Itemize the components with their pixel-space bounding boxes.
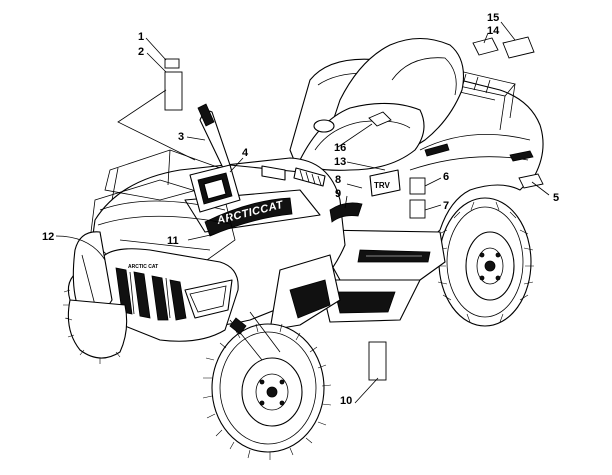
decal-14 bbox=[472, 37, 499, 56]
decal-5 bbox=[518, 173, 544, 189]
leader-lines bbox=[55, 21, 550, 404]
side-badge: TRV bbox=[369, 169, 401, 197]
decal-15 bbox=[502, 36, 535, 59]
callout-15: 15 bbox=[487, 12, 499, 24]
front-suspension bbox=[229, 311, 281, 361]
side-stripe-decal bbox=[329, 202, 363, 223]
callout-5: 5 bbox=[553, 192, 559, 204]
callout-labels: 1 2 3 4 5 6 7 8 9 10 11 12 13 14 15 16 bbox=[42, 12, 559, 407]
decal-16 bbox=[368, 111, 392, 127]
callout-6: 6 bbox=[443, 171, 449, 183]
callout-8: 8 bbox=[335, 174, 341, 186]
rear-right-wheel bbox=[437, 197, 534, 327]
front-grille: ARCTIC CAT bbox=[97, 248, 239, 342]
callout-14: 14 bbox=[487, 25, 500, 37]
front-right-wheel bbox=[202, 323, 332, 460]
callout-2: 2 bbox=[138, 46, 144, 58]
callout-4: 4 bbox=[242, 147, 249, 159]
decal-7 bbox=[409, 199, 426, 219]
instrument-pod bbox=[189, 164, 241, 213]
decal-6 bbox=[409, 177, 426, 195]
decal-1 bbox=[164, 58, 180, 69]
callout-3: 3 bbox=[178, 131, 184, 143]
side-badge-text: TRV bbox=[374, 181, 391, 190]
callout-11: 11 bbox=[167, 235, 179, 247]
gas-cap bbox=[313, 119, 335, 133]
callout-10: 10 bbox=[340, 395, 352, 407]
handlebars bbox=[197, 103, 326, 187]
grille-text: ARCTIC CAT bbox=[128, 264, 158, 270]
front-left-wheel bbox=[65, 299, 128, 364]
decal-10 bbox=[368, 341, 387, 381]
callout-12: 12 bbox=[42, 231, 54, 243]
callout-1: 1 bbox=[138, 31, 144, 43]
decal-2 bbox=[164, 71, 183, 111]
callout-9: 9 bbox=[335, 188, 341, 200]
callout-16: 16 bbox=[334, 142, 346, 154]
callout-7: 7 bbox=[443, 200, 449, 212]
callout-13: 13 bbox=[334, 156, 346, 168]
seat bbox=[299, 37, 465, 171]
